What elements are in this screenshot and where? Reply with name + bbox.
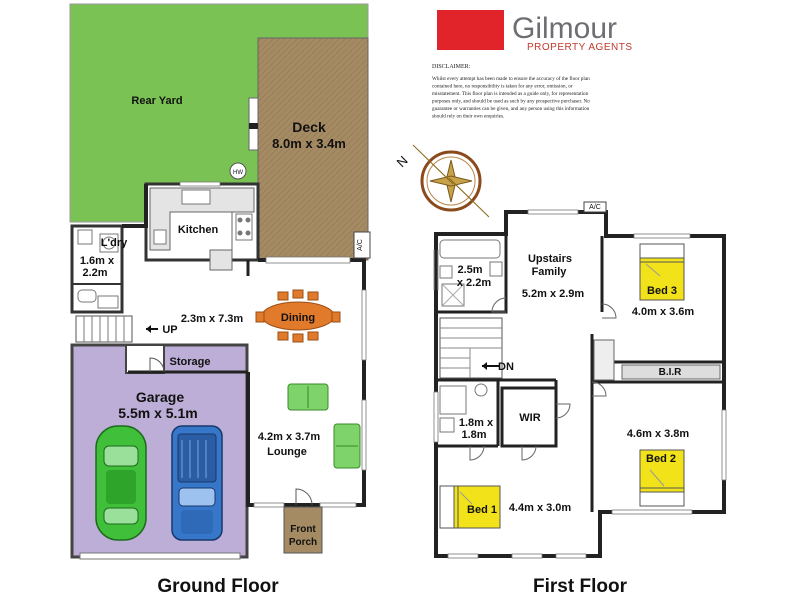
family-dimensions: 5.2m x 2.9m: [522, 288, 585, 300]
sofa-icon: [287, 383, 361, 469]
bir-label: B.I.R: [659, 367, 683, 378]
bed-3-label: Bed 3: [647, 285, 677, 297]
lounge-label: Lounge: [267, 446, 307, 458]
wir-label: WIR: [519, 412, 540, 424]
storage-label: Storage: [170, 356, 211, 368]
disclaimer-block: DISCLAIMER: Whilst every attempt has bee…: [432, 64, 590, 120]
blue-ute-icon: [171, 425, 223, 541]
ac-label-ground: A/C: [357, 239, 364, 251]
front-porch-area: [283, 506, 323, 554]
kitchen-label: Kitchen: [178, 224, 219, 236]
dining-table-icon: [255, 289, 341, 343]
bed-2-dimensions: 4.6m x 3.8m: [627, 428, 690, 440]
bed-3-icon: [639, 243, 685, 301]
gilmour-logo-icon: [437, 10, 504, 50]
brand-name: Gilmour: [512, 12, 617, 45]
disclaimer-line: guarantee or warranties can be given, an…: [432, 105, 590, 112]
bed-1-label: Bed 1: [467, 504, 497, 516]
first-floor-stairs: [439, 317, 503, 379]
ac-unit-first: [583, 201, 607, 213]
hw-label: HW: [233, 170, 243, 176]
ac-label-first: A/C: [589, 204, 601, 211]
bed-2-icon: [639, 449, 685, 507]
ground-floor-plan: Rear Yard Deck 8.0m x 3.4m HW Kitchen L'…: [69, 3, 371, 597]
ensuite-dimensions-2: 1.8m: [461, 429, 486, 441]
porch-label-2: Porch: [289, 537, 317, 548]
disclaimer-line: Whilst every attempt has been made to en…: [432, 75, 590, 82]
dining-label: Dining: [281, 312, 315, 324]
disclaimer-line: contained here, no responsibility is tak…: [432, 83, 573, 90]
family-label-2: Family: [532, 266, 568, 278]
garage-label: Garage: [136, 389, 184, 405]
bed-3-dimensions: 4.0m x 3.6m: [632, 306, 695, 318]
laundry-dimensions-1: 1.6m x: [80, 255, 115, 267]
laundry-label: L'dry: [101, 237, 128, 249]
lounge-dimensions: 4.2m x 3.7m: [258, 431, 321, 443]
ground-stairs: [75, 315, 158, 343]
disclaimer-line: misstatement. This floor plan is intende…: [432, 90, 589, 97]
deck-label: Deck: [292, 119, 326, 135]
compass-north-label: N: [394, 153, 411, 170]
stairs-down-label: DN: [498, 361, 514, 373]
first-floor-title: First Floor: [533, 576, 628, 597]
first-floor-plan: A/C Upstairs Family 5.2m x 2.9m 2.5m x 2…: [433, 201, 727, 597]
bed-1-dimensions: 4.4m x 3.0m: [509, 502, 572, 514]
brand-tagline: PROPERTY AGENTS: [527, 42, 633, 53]
ground-floor-title: Ground Floor: [157, 576, 279, 597]
green-car-icon: [95, 425, 147, 541]
porch-label-1: Front: [290, 524, 316, 535]
hot-water-unit: [229, 162, 247, 180]
bath-dimensions-2: x 2.2m: [457, 277, 491, 289]
bed-2-label: Bed 2: [646, 453, 676, 465]
family-label-1: Upstairs: [528, 253, 572, 265]
deck-dimensions: 8.0m x 3.4m: [272, 136, 346, 151]
bath-dimensions-1: 2.5m: [457, 264, 482, 276]
brand-header: Gilmour PROPERTY AGENTS: [437, 10, 633, 53]
compass-icon: N: [394, 144, 490, 218]
ac-unit-ground: [353, 231, 371, 259]
laundry-dimensions-2: 2.2m: [82, 267, 107, 279]
disclaimer-title: DISCLAIMER:: [432, 64, 471, 70]
deck-area: [257, 37, 369, 261]
rear-yard-label: Rear Yard: [131, 95, 182, 107]
stairs-up-label: UP: [162, 324, 177, 336]
bir-strip: [621, 364, 721, 380]
garage-dimensions: 5.5m x 5.1m: [118, 405, 197, 421]
ensuite-dimensions-1: 1.8m x: [459, 417, 494, 429]
disclaimer-line: purposes only, and should be used as suc…: [432, 99, 590, 105]
disclaimer-line: should rely on their own enquiries.: [432, 114, 504, 120]
bed-1-icon: [439, 485, 501, 529]
dining-dimensions: 2.3m x 7.3m: [181, 313, 244, 325]
